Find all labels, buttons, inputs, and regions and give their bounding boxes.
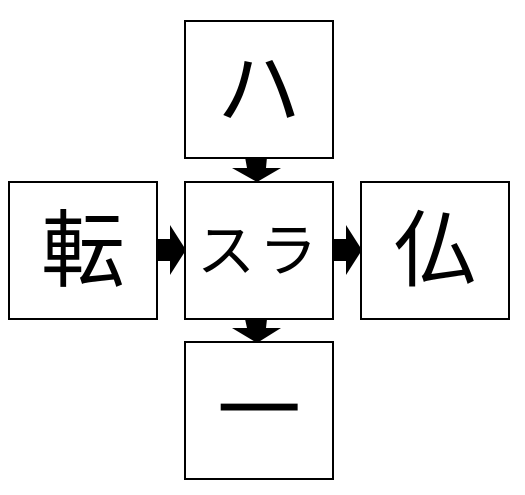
left-character: 転 bbox=[40, 201, 125, 300]
arrow-right-left bbox=[158, 225, 186, 275]
box-bottom: 一 bbox=[184, 341, 334, 480]
box-center: スラ bbox=[184, 181, 334, 320]
right-character: 仏 bbox=[392, 201, 477, 300]
arrow-right-right bbox=[334, 225, 362, 275]
top-character: ハ bbox=[216, 40, 301, 139]
arrow-down-bottom bbox=[232, 319, 281, 343]
box-top: ハ bbox=[184, 20, 334, 159]
center-text: スラ bbox=[196, 216, 321, 285]
arrow-down-top bbox=[232, 157, 281, 182]
box-left: 転 bbox=[8, 181, 158, 320]
bottom-character: 一 bbox=[216, 361, 301, 460]
